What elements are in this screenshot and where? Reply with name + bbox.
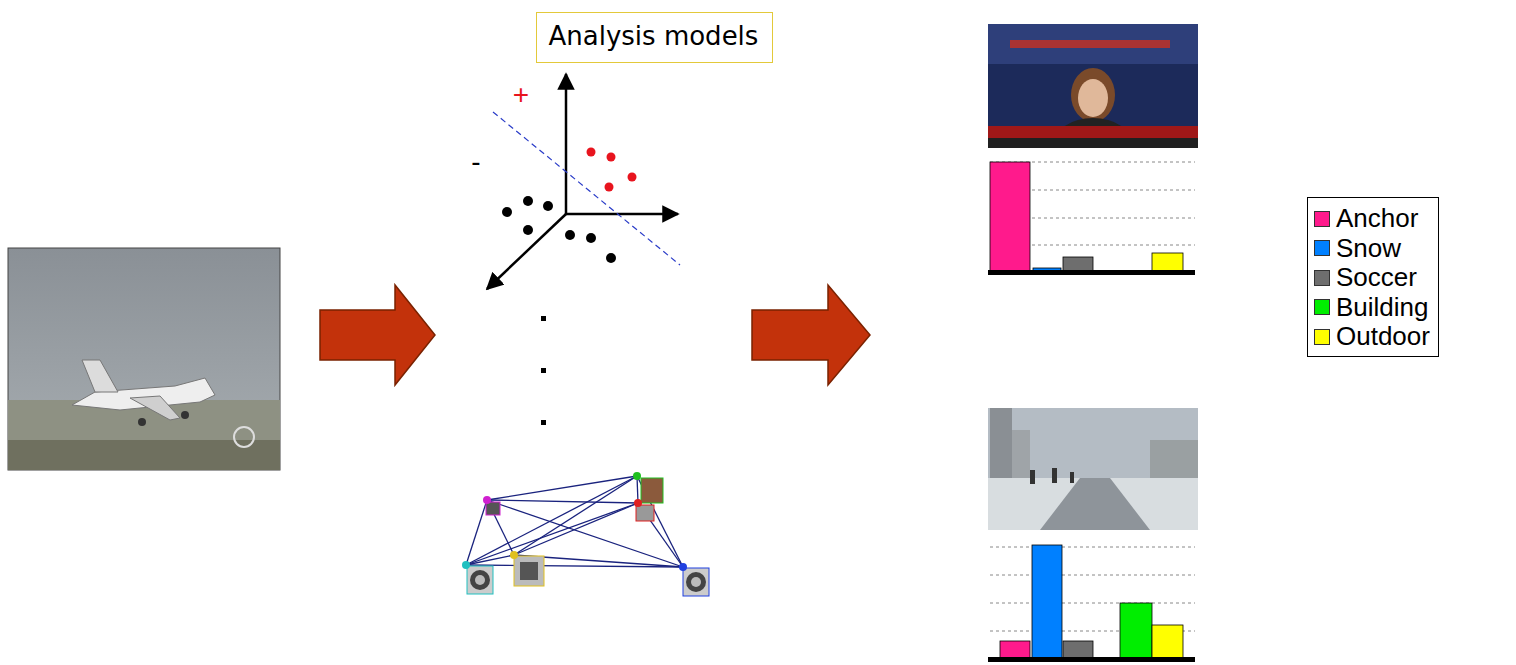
legend-swatch: [1314, 329, 1330, 345]
anchor-frame: [988, 24, 1198, 148]
model-title-box: Analysis models: [536, 12, 773, 63]
score-bar-chart: [988, 162, 1195, 275]
legend-entry: Snow: [1314, 234, 1430, 264]
legend-swatch: [1314, 270, 1330, 286]
score-bar-chart: [988, 545, 1195, 662]
box-title: Analysis models: [549, 21, 760, 52]
legend-box: AnchorSnowSoccerBuildingOutdoor: [1307, 197, 1439, 357]
legend-swatch: [1314, 211, 1330, 227]
flow-arrow: [320, 285, 435, 385]
legend-label: Outdoor: [1336, 321, 1430, 352]
legend-label: Snow: [1336, 233, 1401, 264]
legend-label: Building: [1336, 292, 1429, 323]
airplane-frame: [8, 248, 280, 470]
legend-entry: Anchor: [1314, 204, 1430, 234]
flow-arrow: [752, 285, 870, 385]
positive-sign: +: [513, 81, 529, 109]
legend-swatch: [1314, 240, 1330, 256]
legend-entry: Outdoor: [1314, 322, 1430, 352]
legend-entry: Building: [1314, 293, 1430, 323]
legend-entry: Soccer: [1314, 263, 1430, 293]
legend-swatch: [1314, 299, 1330, 315]
legend-label: Soccer: [1336, 262, 1417, 293]
snow-frame: [988, 408, 1198, 530]
negative-sign: -: [471, 148, 480, 176]
svm-plot: [487, 74, 680, 289]
graph-model: [462, 472, 709, 596]
legend-label: Anchor: [1336, 203, 1418, 234]
ellipsis-dots: [541, 316, 546, 425]
